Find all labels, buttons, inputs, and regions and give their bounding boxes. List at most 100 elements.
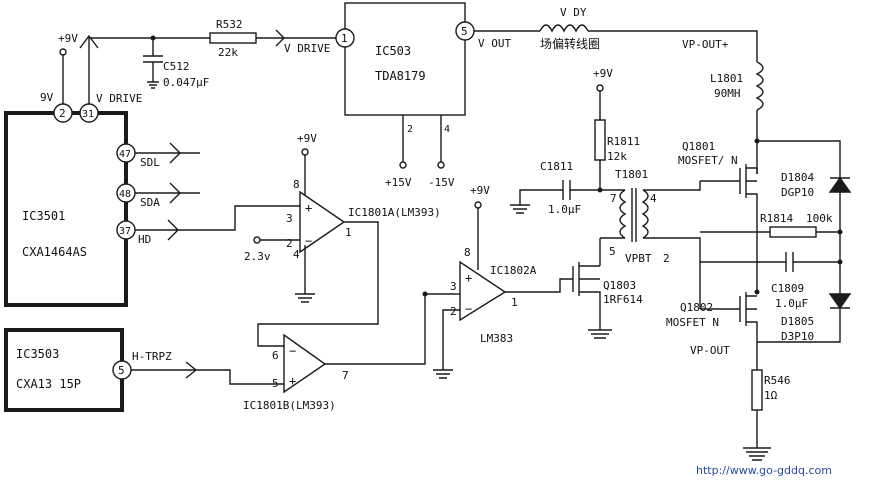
l1801: L1801 90MH — [710, 61, 764, 174]
ic3501-ref: IC3501 — [22, 209, 65, 223]
r532-ref: R532 — [216, 18, 243, 31]
ic1801a-pin4: 4 — [293, 248, 300, 261]
ic503-ref: IC503 — [375, 44, 411, 58]
t1801-secondary-top — [643, 181, 701, 191]
ic1801a-ref: IC1801A(LM393) — [348, 206, 441, 219]
plus9v-ic1802a-terminal — [474, 201, 482, 209]
q1801-ref: Q1801 — [682, 140, 715, 153]
ic1801a-out-wire — [257, 221, 379, 347]
r546-value: 1Ω — [764, 389, 778, 402]
ic503-out: V OUT — [478, 37, 511, 50]
ic1801a-pin2: 2 — [286, 237, 293, 250]
c1811-ref: C1811 — [540, 160, 573, 173]
c1809-value: 1.0μF — [775, 297, 808, 310]
d1804-top-wire — [757, 140, 841, 178]
q1803-ref: Q1803 — [603, 279, 636, 292]
ic1801b-pin6: 6 — [272, 349, 279, 362]
plus9v-left: +9V — [58, 32, 78, 45]
ic503-pin1-label: 1 — [341, 32, 348, 45]
d1805-type: D3P10 — [781, 330, 814, 343]
d1805-bottom-wire — [757, 308, 841, 343]
ic3501-part: CXA1464AS — [22, 245, 87, 259]
l1801-ref: L1801 — [710, 72, 743, 85]
ic3503-net: H-TRPZ — [132, 350, 172, 363]
ic3501-pin31-label: 31 — [82, 109, 94, 120]
c512-ref: C512 — [163, 60, 190, 73]
t1801-pin7: 7 — [610, 192, 617, 205]
ic1801a: +9V 8 + − 3 2 1 4 IC1801A(LM393) 2.3v — [244, 132, 441, 347]
ic1802a-pin1: 1 — [511, 296, 518, 309]
mosfets: Q1801 MOSFET/ N Q1802 MOSFET N VP-OUT R5… — [666, 140, 791, 461]
q1801-type: MOSFET/ N — [678, 154, 738, 167]
r1814-value: 100k — [806, 212, 833, 225]
ic1801b-pin7: 7 — [342, 369, 349, 382]
c1811-symbol — [519, 180, 600, 205]
c1811-ground — [510, 204, 530, 214]
ic503-plus15: +15V — [385, 176, 412, 189]
c1809-symbol — [700, 252, 840, 272]
r1811-body — [594, 119, 606, 161]
hd-label: HD — [138, 233, 151, 246]
plus9v-ic1801a-terminal — [301, 148, 309, 156]
r1811-c1811: +9V R1811 12k C1811 1.0μF — [510, 67, 640, 216]
ic1802a-pin8: 8 — [464, 246, 471, 259]
ic503-part: TDA8179 — [375, 69, 426, 83]
ic1802a-plus: + — [465, 271, 472, 285]
t1801-pin4: 4 — [650, 192, 657, 205]
ic1801a-vref-terminal — [253, 236, 261, 244]
ic1802a-sub: LM383 — [480, 332, 513, 345]
sdl-wire — [135, 142, 200, 164]
ic503-pin4-label: 4 — [444, 124, 450, 135]
ic1801a-pin8: 8 — [293, 178, 300, 191]
t1801-secondary-bottom — [643, 237, 701, 309]
ic3503: IC3503 CXA13 15P 5 H-TRPZ — [4, 328, 284, 412]
q1802-type: MOSFET N — [666, 316, 719, 329]
l1801-coil — [755, 61, 764, 111]
ic3501-pin2-label: 2 — [59, 107, 66, 120]
ic503-body — [344, 2, 466, 116]
plus9v-ic1802a: +9V — [470, 184, 490, 197]
ic503-plus15-terminal — [399, 161, 407, 169]
q1803: Q1803 1RF614 — [530, 238, 643, 339]
plus9v-ic1801a: +9V — [297, 132, 317, 145]
t1801-pin2: 2 — [663, 252, 670, 265]
ic503: 1 5 IC503 TDA8179 V OUT 2 4 +15V -15V — [335, 2, 511, 189]
ic503-pin2-label: 2 — [407, 124, 413, 135]
q1802-ref: Q1802 — [680, 301, 713, 314]
r532-net: V DRIVE — [284, 42, 330, 55]
ic3501-pin48-label: 48 — [119, 189, 131, 200]
ic1802a-pin2: 2 — [450, 305, 457, 318]
ic1801b-plus: + — [289, 374, 296, 388]
ic503-pin1 — [335, 28, 355, 48]
ic3501-pin47-label: 47 — [119, 149, 131, 160]
r546-ref: R546 — [764, 374, 791, 387]
ic3501-9v-label: 9V — [40, 91, 54, 104]
c512: C512 0.047μF — [143, 35, 209, 89]
ic1801b-out-wire — [325, 293, 455, 365]
vpout-label: VP-OUT — [690, 344, 730, 357]
ic3503-part: CXA13 15P — [16, 377, 81, 391]
ic1802a-minus: − — [465, 302, 472, 316]
r532-body — [209, 32, 257, 44]
ic503-minus15: -15V — [428, 176, 455, 189]
ic1801b-triangle — [283, 333, 327, 394]
ic3501-vdrive-label: V DRIVE — [96, 92, 142, 105]
t1801-vpbt: VPBT — [625, 252, 652, 265]
c1811-value: 1.0μF — [548, 203, 581, 216]
vpout-plus-label: VP-OUT+ — [682, 38, 729, 51]
l1801-value: 90MH — [714, 87, 741, 100]
ic3503-ref: IC3503 — [16, 347, 59, 361]
vdy-out-wire — [588, 30, 758, 62]
ic1802a-triangle — [459, 260, 507, 322]
r1811-value: 12k — [607, 150, 627, 163]
ic503-supply-wires — [402, 115, 442, 162]
ic1801a-minus: − — [305, 234, 312, 248]
d1805-ref: D1805 — [781, 315, 814, 328]
q1803-ground — [588, 329, 612, 339]
ic3503-body — [4, 328, 124, 412]
r546-ground — [743, 410, 771, 461]
r1814-ref: R1814 — [760, 212, 793, 225]
ic3501-pin37-label: 37 — [119, 226, 131, 237]
d1804-type: DGP10 — [781, 186, 814, 199]
t1801: T1801 7 4 5 VPBT 2 — [600, 168, 701, 309]
